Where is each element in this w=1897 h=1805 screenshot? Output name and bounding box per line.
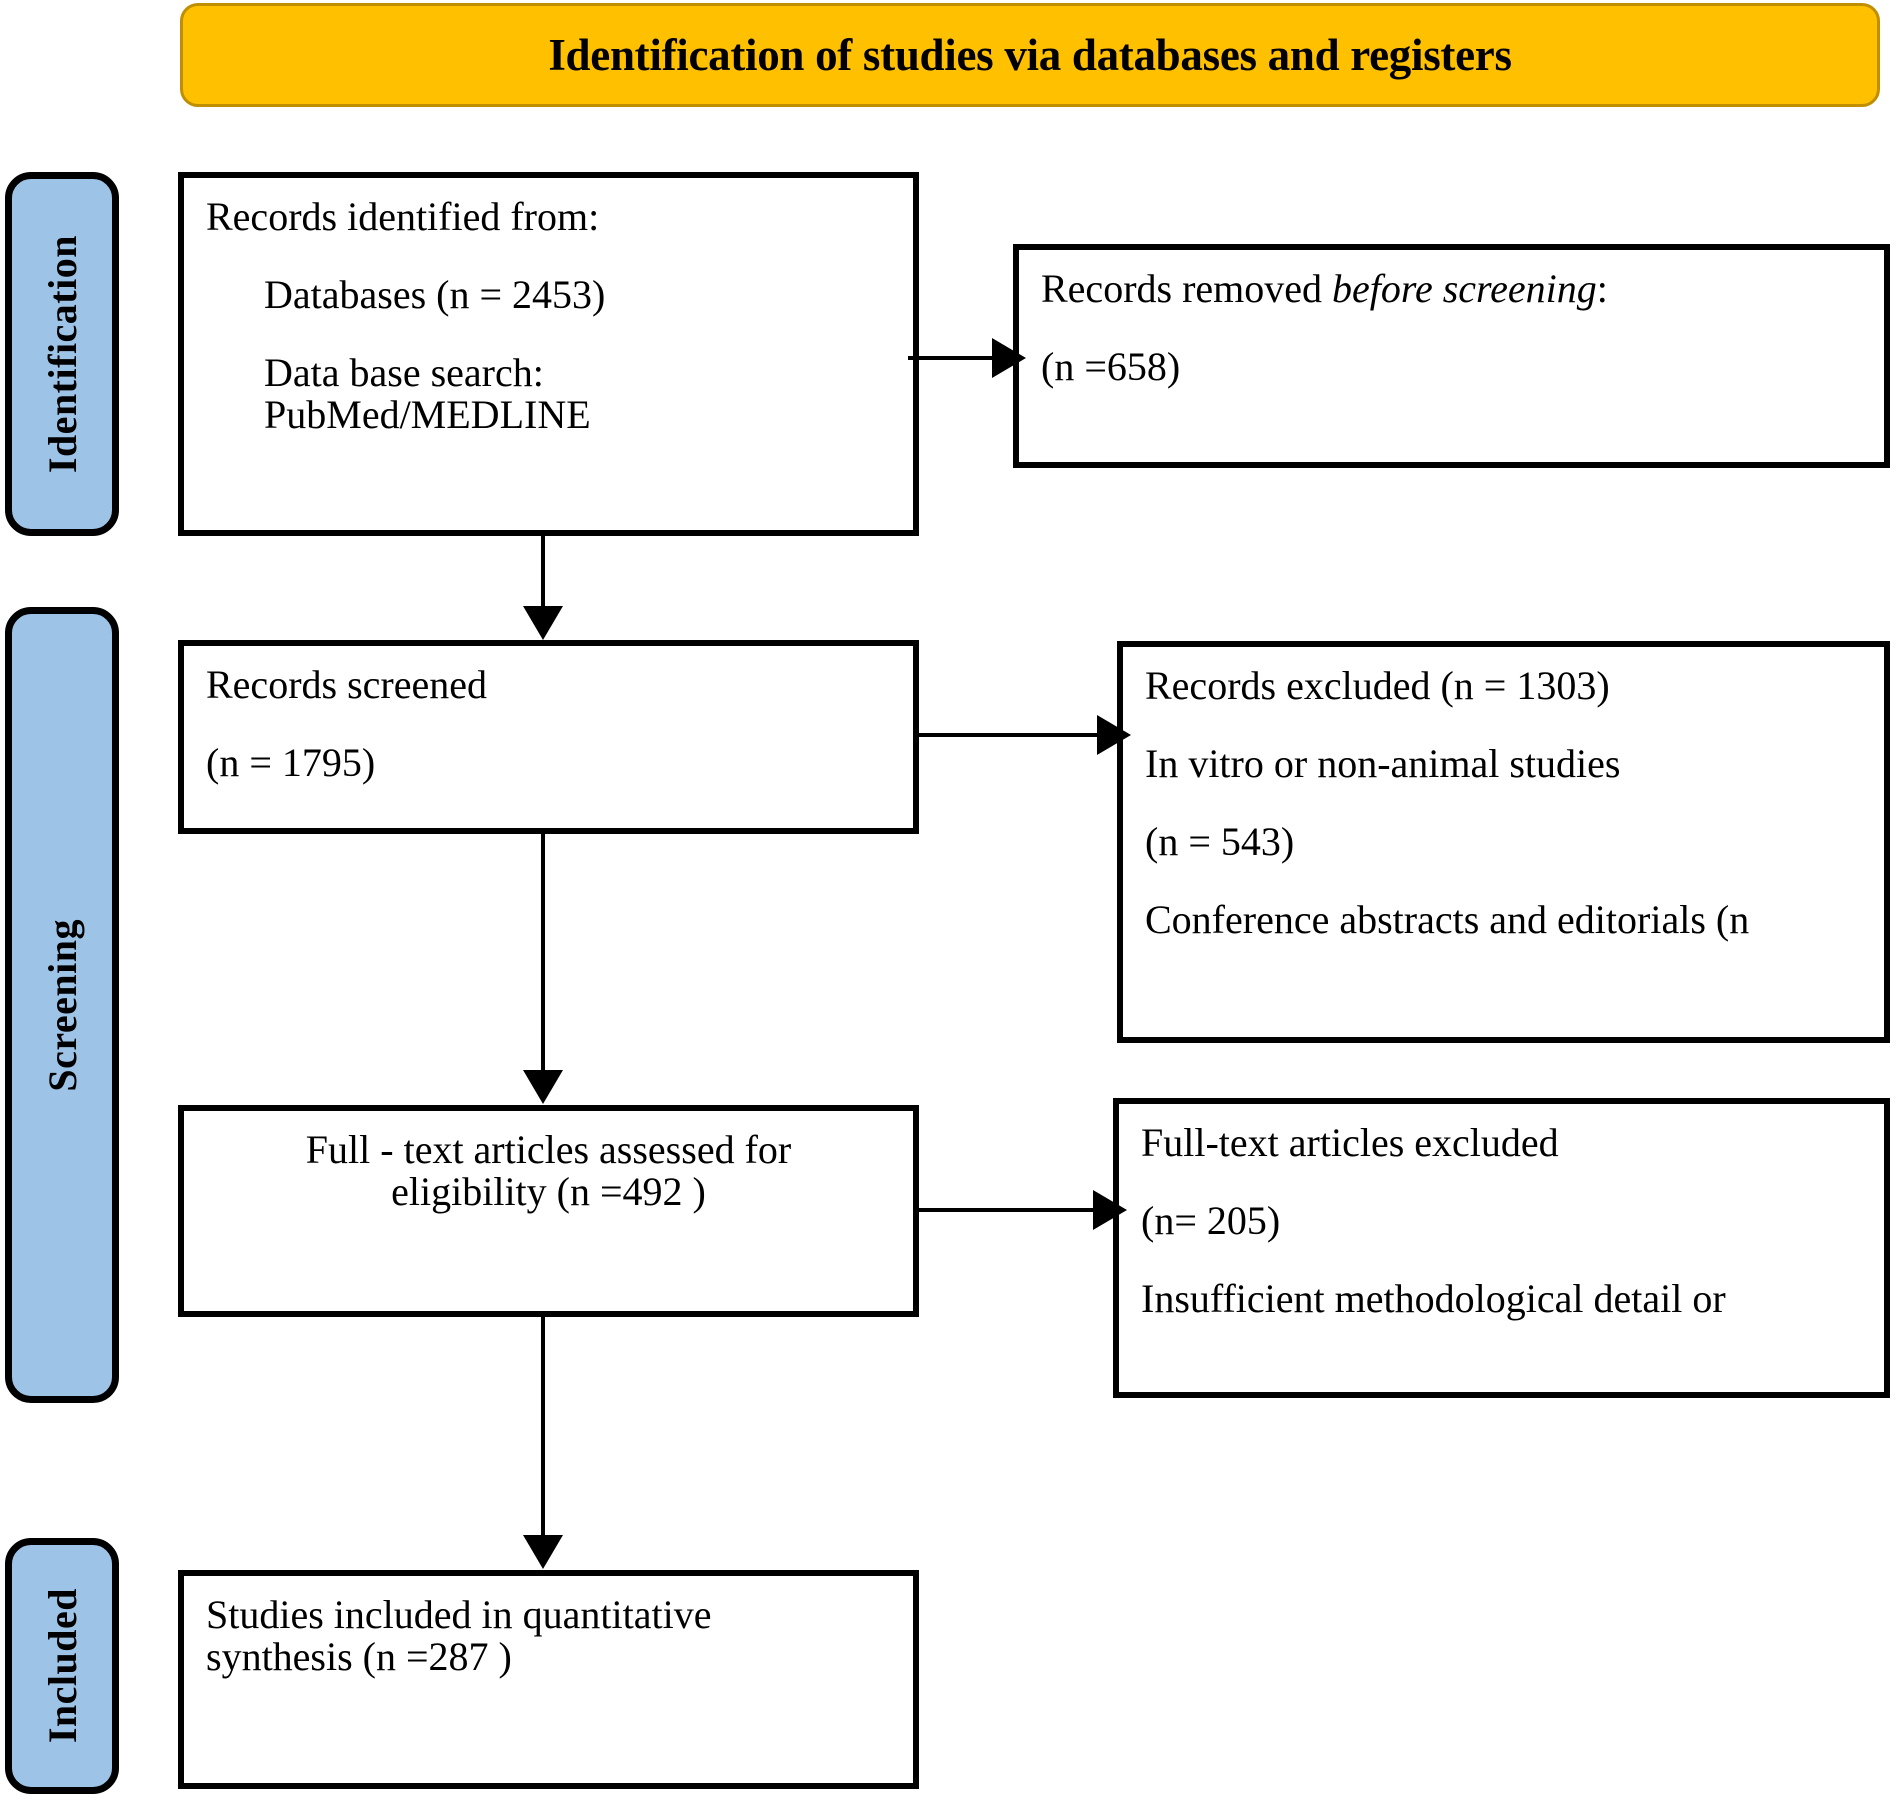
records-removed-suffix: : <box>1596 266 1608 311</box>
fulltext-assessed-line-1: Full - text articles assessed for <box>305 1127 792 1172</box>
records-excluded-line-1: Records excluded (n = 1303) <box>1145 663 1610 708</box>
connector-fulltext-to-ftexcluded-arrow <box>1093 1190 1127 1230</box>
spacer <box>1141 1164 1862 1200</box>
stage-label-screening: Screening <box>39 918 85 1092</box>
connector-fulltext-to-included-arrow <box>523 1535 563 1569</box>
records-excluded-line-3: (n = 543) <box>1145 819 1295 864</box>
records-removed-prefix: Records removed <box>1041 266 1333 311</box>
fulltext-excluded-line-3: Insufficient methodological detail or <box>1141 1276 1726 1321</box>
diagram-header-banner: Identification of studies via databases … <box>180 3 1880 107</box>
connector-identified-to-removed-line <box>908 356 996 360</box>
spacer <box>1041 310 1862 346</box>
stage-tab-identification: Identification <box>5 172 119 536</box>
studies-included-line-2: synthesis (n =287 ) <box>206 1634 512 1679</box>
box-records-excluded: Records excluded (n = 1303) In vitro or … <box>1117 641 1890 1043</box>
records-screened-line-2: (n = 1795) <box>206 740 376 785</box>
stage-label-identification: Identification <box>39 234 85 474</box>
fulltext-excluded-line-2: (n= 205) <box>1141 1198 1281 1243</box>
records-identified-line-2: Databases (n = 2453) <box>264 272 606 317</box>
records-identified-line-3: Data base search: <box>264 350 544 395</box>
records-screened-line-1: Records screened <box>206 662 487 707</box>
records-removed-italic: before screening <box>1332 266 1597 311</box>
connector-screened-to-excluded-line <box>915 733 1101 737</box>
stage-label-included: Included <box>39 1588 85 1744</box>
connector-screened-to-excluded-arrow <box>1097 715 1131 755</box>
studies-included-line-1: Studies included in quantitative <box>206 1592 712 1637</box>
connector-screened-to-fulltext-arrow <box>523 1070 563 1104</box>
records-identified-line-1: Records identified from: <box>206 194 600 239</box>
connector-identified-to-screened-line <box>541 534 545 608</box>
spacer <box>206 316 891 352</box>
box-fulltext-assessed: Full - text articles assessed for eligib… <box>178 1105 919 1317</box>
records-excluded-line-2: In vitro or non-animal studies <box>1145 741 1621 786</box>
page-title: Identification of studies via databases … <box>548 29 1512 80</box>
box-studies-included: Studies included in quantitative synthes… <box>178 1570 919 1789</box>
records-removed-line-2: (n =658) <box>1041 344 1181 389</box>
connector-fulltext-to-ftexcluded-line <box>915 1208 1097 1212</box>
records-excluded-line-4: Conference abstracts and editorials (n <box>1145 897 1750 942</box>
spacer <box>206 238 891 274</box>
stage-tab-screening: Screening <box>5 607 119 1403</box>
fulltext-assessed-line-2: eligibility (n =492 ) <box>391 1169 706 1214</box>
box-records-screened: Records screened (n = 1795) <box>178 640 919 834</box>
connector-identified-to-screened-arrow <box>523 606 563 640</box>
spacer <box>1141 1242 1862 1278</box>
spacer <box>1145 863 1862 899</box>
connector-screened-to-fulltext-line <box>541 832 545 1072</box>
box-records-identified: Records identified from: Databases (n = … <box>178 172 919 536</box>
records-identified-line-4: PubMed/MEDLINE <box>264 392 591 437</box>
spacer <box>1145 785 1862 821</box>
spacer <box>206 706 891 742</box>
connector-identified-to-removed-arrow <box>992 338 1026 378</box>
stage-tab-included: Included <box>5 1538 119 1794</box>
records-removed-line-1: Records removed before screening: <box>1041 268 1862 310</box>
connector-fulltext-to-included-line <box>541 1315 545 1537</box>
box-fulltext-excluded: Full-text articles excluded (n= 205) Ins… <box>1113 1098 1890 1398</box>
fulltext-excluded-line-1: Full-text articles excluded <box>1141 1120 1559 1165</box>
box-records-removed-before-screening: Records removed before screening: (n =65… <box>1013 244 1890 468</box>
spacer <box>1145 707 1862 743</box>
